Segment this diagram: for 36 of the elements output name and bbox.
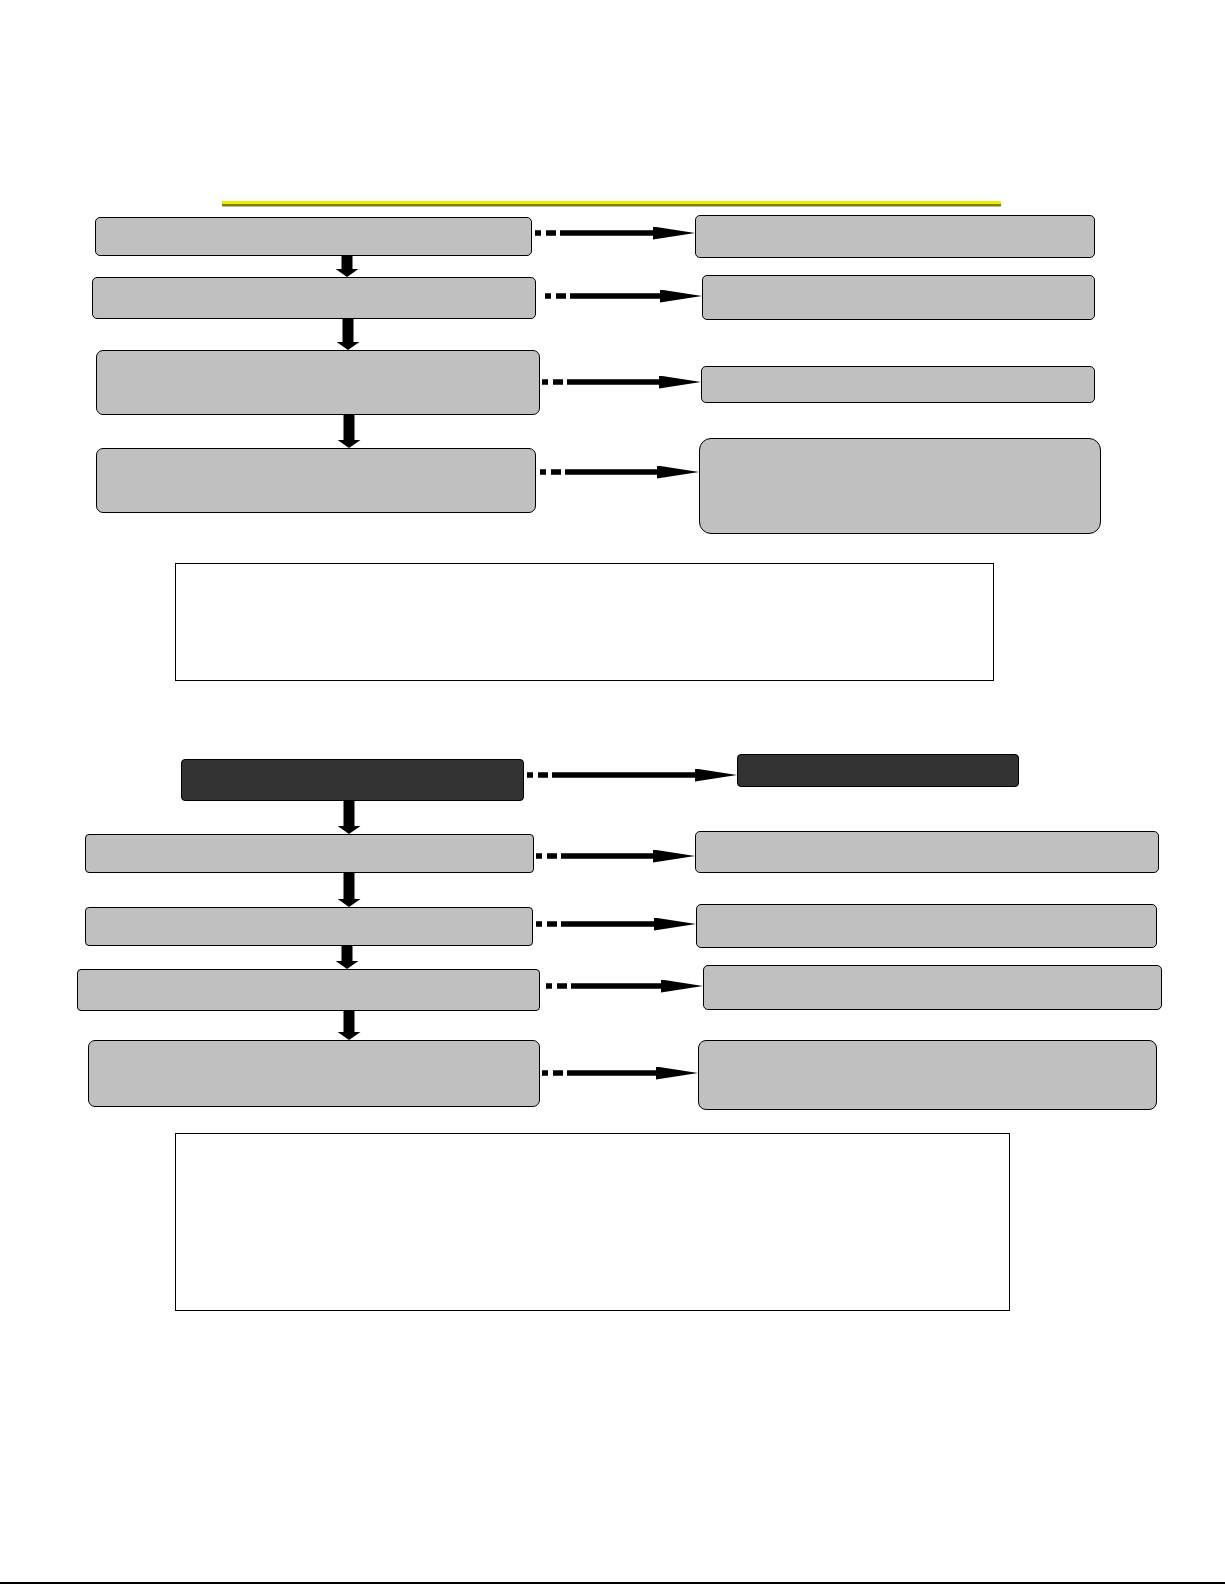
note-box [175,1133,1010,1311]
arrow [536,849,695,863]
arrow [527,768,737,782]
process-box [77,969,540,1011]
arrow [542,1066,698,1080]
arrow [335,256,359,277]
arrow [546,979,703,993]
arrow [336,319,360,350]
arrow [535,226,695,240]
arrow [542,375,701,389]
note-box [175,563,994,681]
process-box [88,1040,540,1107]
process-box [702,275,1095,320]
process-box [703,965,1162,1010]
process-box [85,907,533,946]
process-box [181,759,524,801]
process-box [95,217,532,256]
process-box [701,366,1095,403]
process-box [96,448,536,513]
process-box [695,215,1095,258]
arrow [337,873,361,907]
arrow [337,801,361,834]
arrow [540,465,699,479]
process-box [85,834,534,873]
process-box [96,350,540,415]
arrow [337,1011,361,1040]
process-box [92,277,536,319]
arrow [536,917,696,931]
arrow [335,946,359,969]
process-box [696,904,1157,948]
arrow [337,415,361,448]
process-box [695,831,1159,873]
arrow [545,289,702,303]
process-box [737,754,1019,787]
process-box [699,438,1101,534]
process-box [698,1040,1157,1110]
